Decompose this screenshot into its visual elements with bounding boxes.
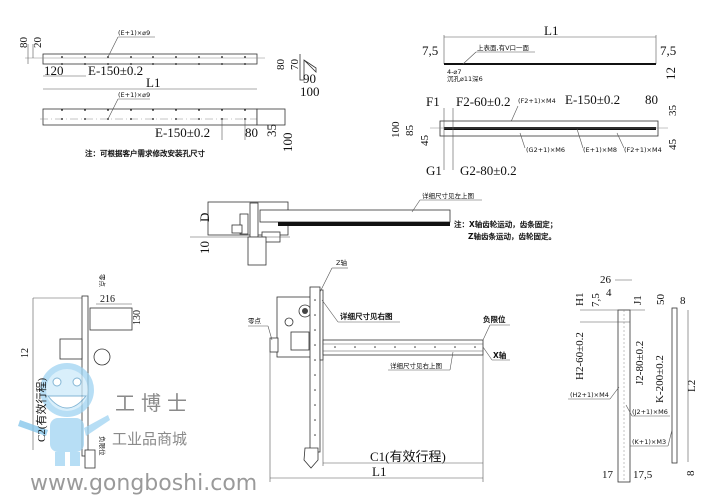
zero-point-label: 零点 <box>248 317 262 325</box>
dim-K: K-200±0.2 <box>654 355 666 403</box>
dim-17: 17 <box>602 469 614 481</box>
note-line-1: 注：X轴齿轮运动，齿条固定； <box>454 219 557 230</box>
dim-7-5: 7,5 <box>590 293 602 307</box>
counterbore-label: 沉孔⌀11深6 <box>447 74 483 83</box>
dim-G2: G2-80±0.2 <box>460 163 517 178</box>
hole-label: 4-⌀7 <box>447 68 462 76</box>
dim-100-bottom: 100 <box>280 133 295 153</box>
detail-label-right-top: 详细尺寸见右上图 <box>390 361 442 370</box>
dim-L1-bottom: L1 <box>372 464 386 479</box>
rack-dim-45-right: 45 <box>667 139 679 151</box>
dim-F1: F1 <box>426 94 440 109</box>
dim-G1: G1 <box>426 163 442 178</box>
note-mounting-holes: 注：可根据客户需求修改安装孔尺寸 <box>85 148 205 158</box>
f2-holes-bottom: (F2+1)×M4 <box>624 146 662 154</box>
j2-holes: (J2+1)×M6 <box>632 408 668 416</box>
middle-side-view: D 10 详细尺寸见左上图 注：X轴齿轮运动，齿条固定； Z轴齿条运动，齿轮固定… <box>190 191 557 266</box>
side-dim-90: 90 <box>303 71 316 86</box>
dim-80-bottom: 80 <box>245 125 258 140</box>
h2-holes: (H2+1)×M4 <box>570 391 609 399</box>
x-beam <box>259 209 451 223</box>
dim-L2: L2 <box>686 380 698 392</box>
dim-50: 50 <box>655 294 667 306</box>
dim-L1-top-left: L1 <box>146 75 160 90</box>
bottom-right-z-detail: 26 4 7,5 H1 J1 50 8 H2-60±0.2 J2-80±0.2 … <box>568 274 698 483</box>
dim-C2: C2(有效行程) <box>34 378 48 442</box>
side-dim-80: 80 <box>275 59 287 71</box>
rack-dim-80: 80 <box>645 92 658 107</box>
note-line-2: Z轴齿条运动，齿轮固定。 <box>468 231 556 241</box>
dim-35: 35 <box>264 124 279 137</box>
rack-dim-7-5-left: 7,5 <box>422 43 438 58</box>
dim-e150-bottom: E-150±0.2 <box>155 125 210 140</box>
dim-D: D <box>197 213 212 222</box>
dim-e150-top: E-150±0.2 <box>88 63 143 78</box>
dim-C1: C1(有效行程) <box>370 449 446 464</box>
z-rack-side <box>671 307 678 464</box>
dim-H2: H2-60±0.2 <box>574 332 586 380</box>
torch-head <box>303 447 319 469</box>
watermark-subtitle: 工业品商城 <box>112 430 187 448</box>
bar-side-profile <box>299 54 317 81</box>
detail-label-left-top: 详细尺寸见左上图 <box>422 191 474 200</box>
watermark: C2(有效行程) 工博士 工业品商城 www.gongboshi.com <box>18 363 257 496</box>
detail-label-right: 详细尺寸见右图 <box>340 311 393 321</box>
watermark-brand: 工博士 <box>115 391 193 415</box>
bar-bottom-view <box>42 108 258 126</box>
dim-8-bottom: 8 <box>685 470 697 476</box>
e-holes: (E+1)×M8 <box>583 146 617 154</box>
x-axis-label: X轴 <box>493 350 507 360</box>
dim-12-left: 12 <box>20 348 31 358</box>
bar-top-view <box>42 53 258 65</box>
rack-dim-45-left: 45 <box>419 135 431 147</box>
top-right-rack-views: L1 7,5 7,5 上表面,有V口一面 4-⌀7 沉孔⌀11深6 12 F1 … <box>390 23 679 178</box>
dim-F2: F2-60±0.2 <box>456 94 510 109</box>
rack-dim-7-5-right: 7,5 <box>660 43 676 58</box>
dim-120: 120 <box>44 63 64 78</box>
dim-8-top: 8 <box>680 295 686 307</box>
dim-4: 4 <box>606 287 612 299</box>
rack-dim-35: 35 <box>667 105 679 117</box>
dim-130: 130 <box>132 310 143 325</box>
dim-17-5: 17,5 <box>633 469 653 481</box>
g2-holes: (G2+1)×M6 <box>526 146 565 154</box>
k-holes: (K+1)×M3 <box>632 438 666 446</box>
f2-holes-top: (F2+1)×M4 <box>518 97 556 105</box>
rack-top-view <box>444 63 656 65</box>
bottom-limit-label: 负限位 <box>98 436 107 456</box>
surface-label: 上表面,有V口一面 <box>477 43 530 52</box>
top-limit-label: 零点 <box>98 274 106 288</box>
mascot-logo <box>18 363 110 466</box>
dim-J1: J1 <box>632 295 644 305</box>
top-left-bar-views: (E+1)×⌀9 80 20 120 E-150±0.2 L1 80 70 90… <box>18 29 320 158</box>
holes-label-top: (E+1)×⌀9 <box>118 29 150 37</box>
rack-dim-12: 12 <box>663 67 678 80</box>
holes-label-bottom: (E+1)×⌀9 <box>118 91 150 99</box>
side-dim-70: 70 <box>289 59 301 71</box>
z-axis-column <box>309 286 321 453</box>
rack-dim-e150: E-150±0.2 <box>565 92 620 107</box>
rack-dim-85: 85 <box>404 125 416 137</box>
rack-dim-L1: L1 <box>544 23 558 38</box>
side-dim-100: 100 <box>300 84 320 99</box>
dim-216: 216 <box>100 294 115 305</box>
dim-80: 80 <box>18 37 30 49</box>
negative-limit-label: 负限位 <box>483 314 506 324</box>
x-axis-rail <box>322 339 484 356</box>
rack-dim-100: 100 <box>390 121 402 138</box>
dim-J2: J2-80±0.2 <box>634 341 646 385</box>
dim-26: 26 <box>600 274 612 286</box>
dim-10: 10 <box>197 241 212 254</box>
dim-20: 20 <box>32 37 44 49</box>
dim-H1: H1 <box>574 293 586 306</box>
bottom-middle-front-view: Z轴 详细尺寸见右图 零点 负限位 X轴 详细尺寸见右上图 C1(有效行程) L… <box>248 258 510 482</box>
z-axis-label: Z轴 <box>336 258 347 267</box>
watermark-url: www.gongboshi.com <box>30 471 257 496</box>
